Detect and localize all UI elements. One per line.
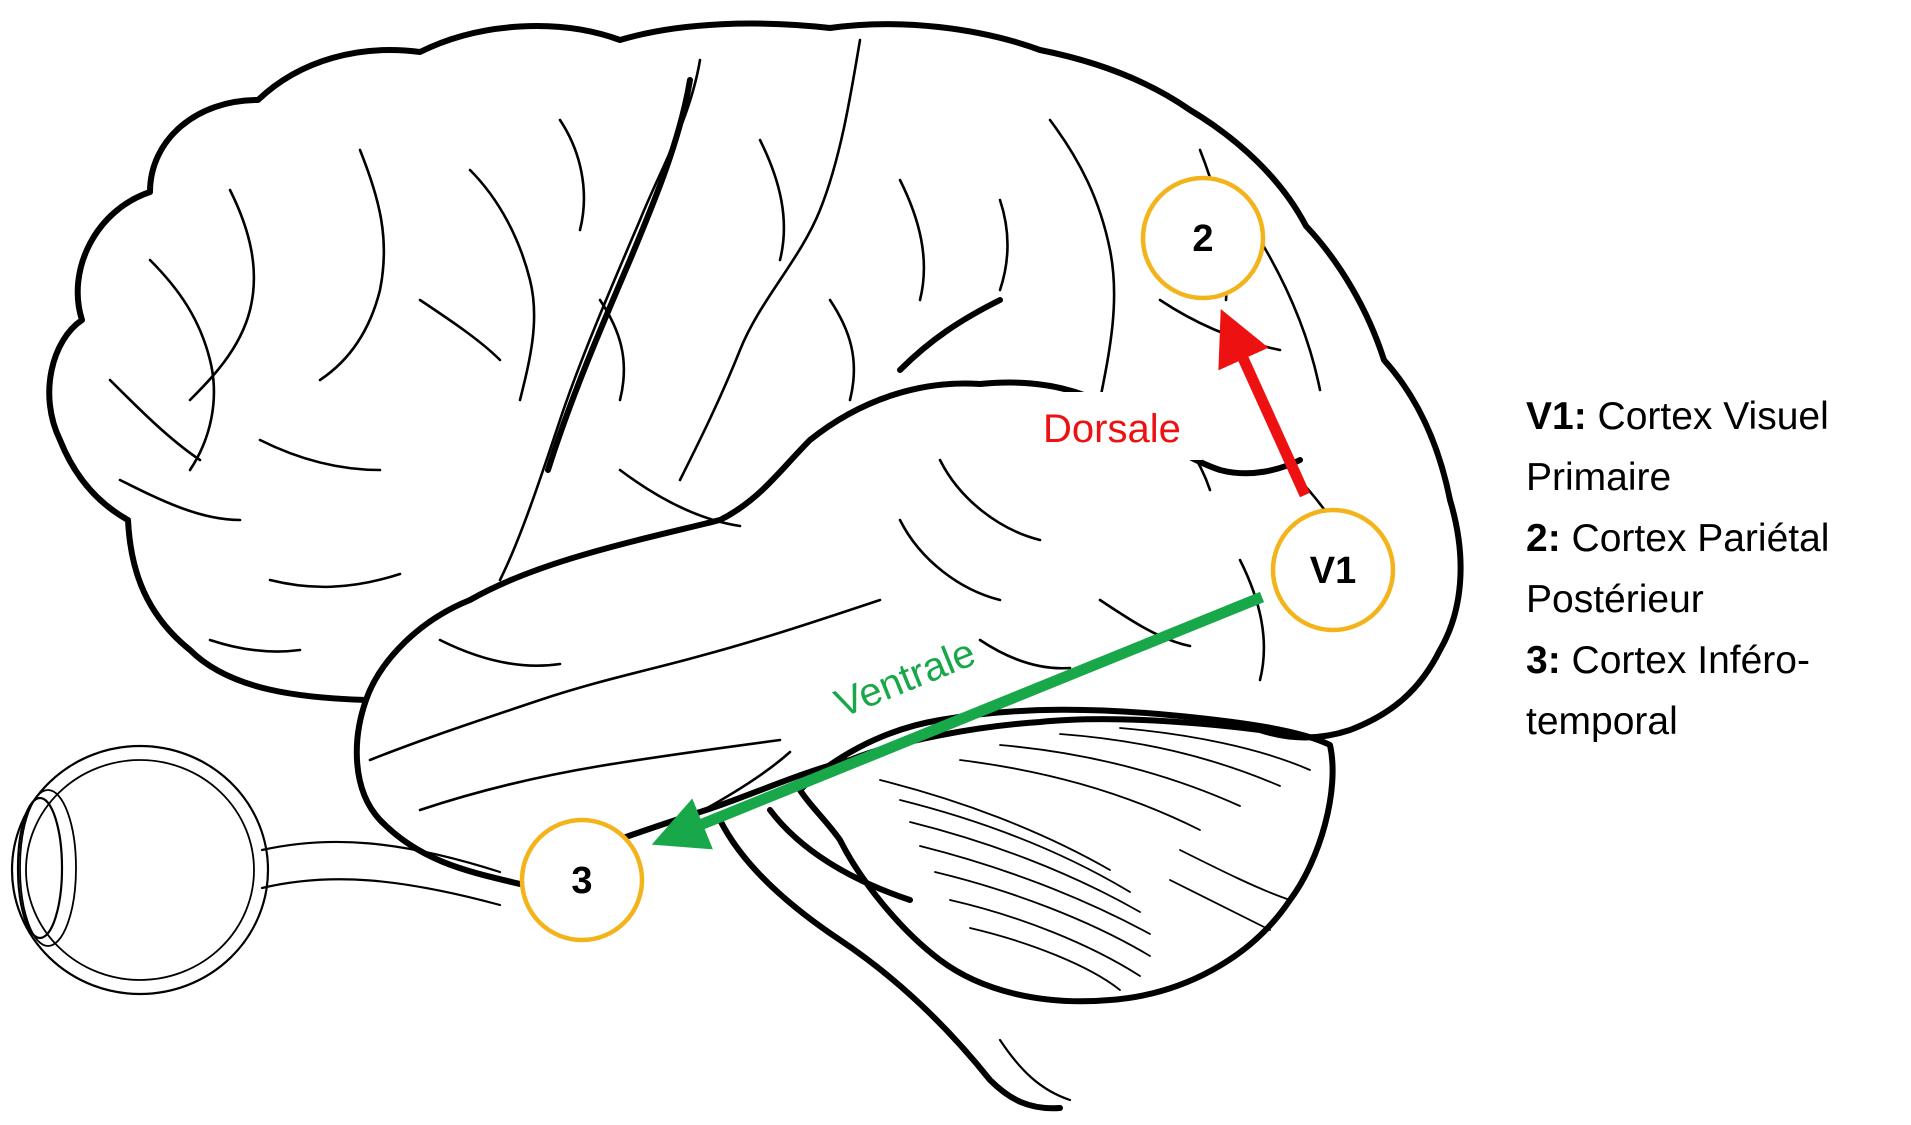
eye-cornea xyxy=(19,789,77,947)
legend-item-2: 2: Cortex Pariétal Postérieur xyxy=(1526,508,1906,630)
legend: V1: Cortex Visuel Primaire 2: Cortex Par… xyxy=(1526,386,1906,752)
node-3: 3 xyxy=(519,817,645,943)
legend-key-2: 2: xyxy=(1526,517,1561,560)
eye-globe-outer xyxy=(10,744,270,996)
ventral-stream-arrow xyxy=(651,591,1265,850)
legend-text-v1: Cortex Visuel Primaire xyxy=(1526,395,1829,499)
cerebellum-illustration xyxy=(797,706,1336,1005)
dorsal-stream-label: Dorsale xyxy=(1043,407,1181,451)
node-v1-ring xyxy=(1270,507,1396,633)
legend-key-3: 3: xyxy=(1526,639,1561,682)
optic-nerve xyxy=(260,840,502,907)
legend-item-3: 3: Cortex Inféro-temporal xyxy=(1526,630,1906,752)
node-2-label: 2 xyxy=(1192,218,1213,260)
node-v1-label: V1 xyxy=(1310,550,1356,592)
eye-lens xyxy=(16,796,64,940)
node-3-ring xyxy=(519,817,645,943)
dorsal-stream-arrow xyxy=(1218,308,1311,498)
legend-item-v1: V1: Cortex Visuel Primaire xyxy=(1526,386,1906,508)
node-2-ring xyxy=(1140,175,1266,301)
legend-key-v1: V1: xyxy=(1526,395,1587,438)
node-2: 2 xyxy=(1140,175,1266,301)
eye-globe-inner xyxy=(25,759,255,981)
eye-illustration xyxy=(10,744,502,996)
dorsal-label-background xyxy=(1032,392,1202,460)
brain-outline xyxy=(46,20,1464,887)
legend-text-3: Cortex Inféro-temporal xyxy=(1526,639,1810,743)
node-3-label: 3 xyxy=(571,860,592,902)
brainstem-illustration xyxy=(717,807,1072,1112)
node-v1: V1 xyxy=(1270,507,1396,633)
cortex-folds xyxy=(108,38,1362,682)
legend-text-2: Cortex Pariétal Postérieur xyxy=(1526,517,1830,621)
ventral-stream-label: Ventrale xyxy=(829,631,982,727)
